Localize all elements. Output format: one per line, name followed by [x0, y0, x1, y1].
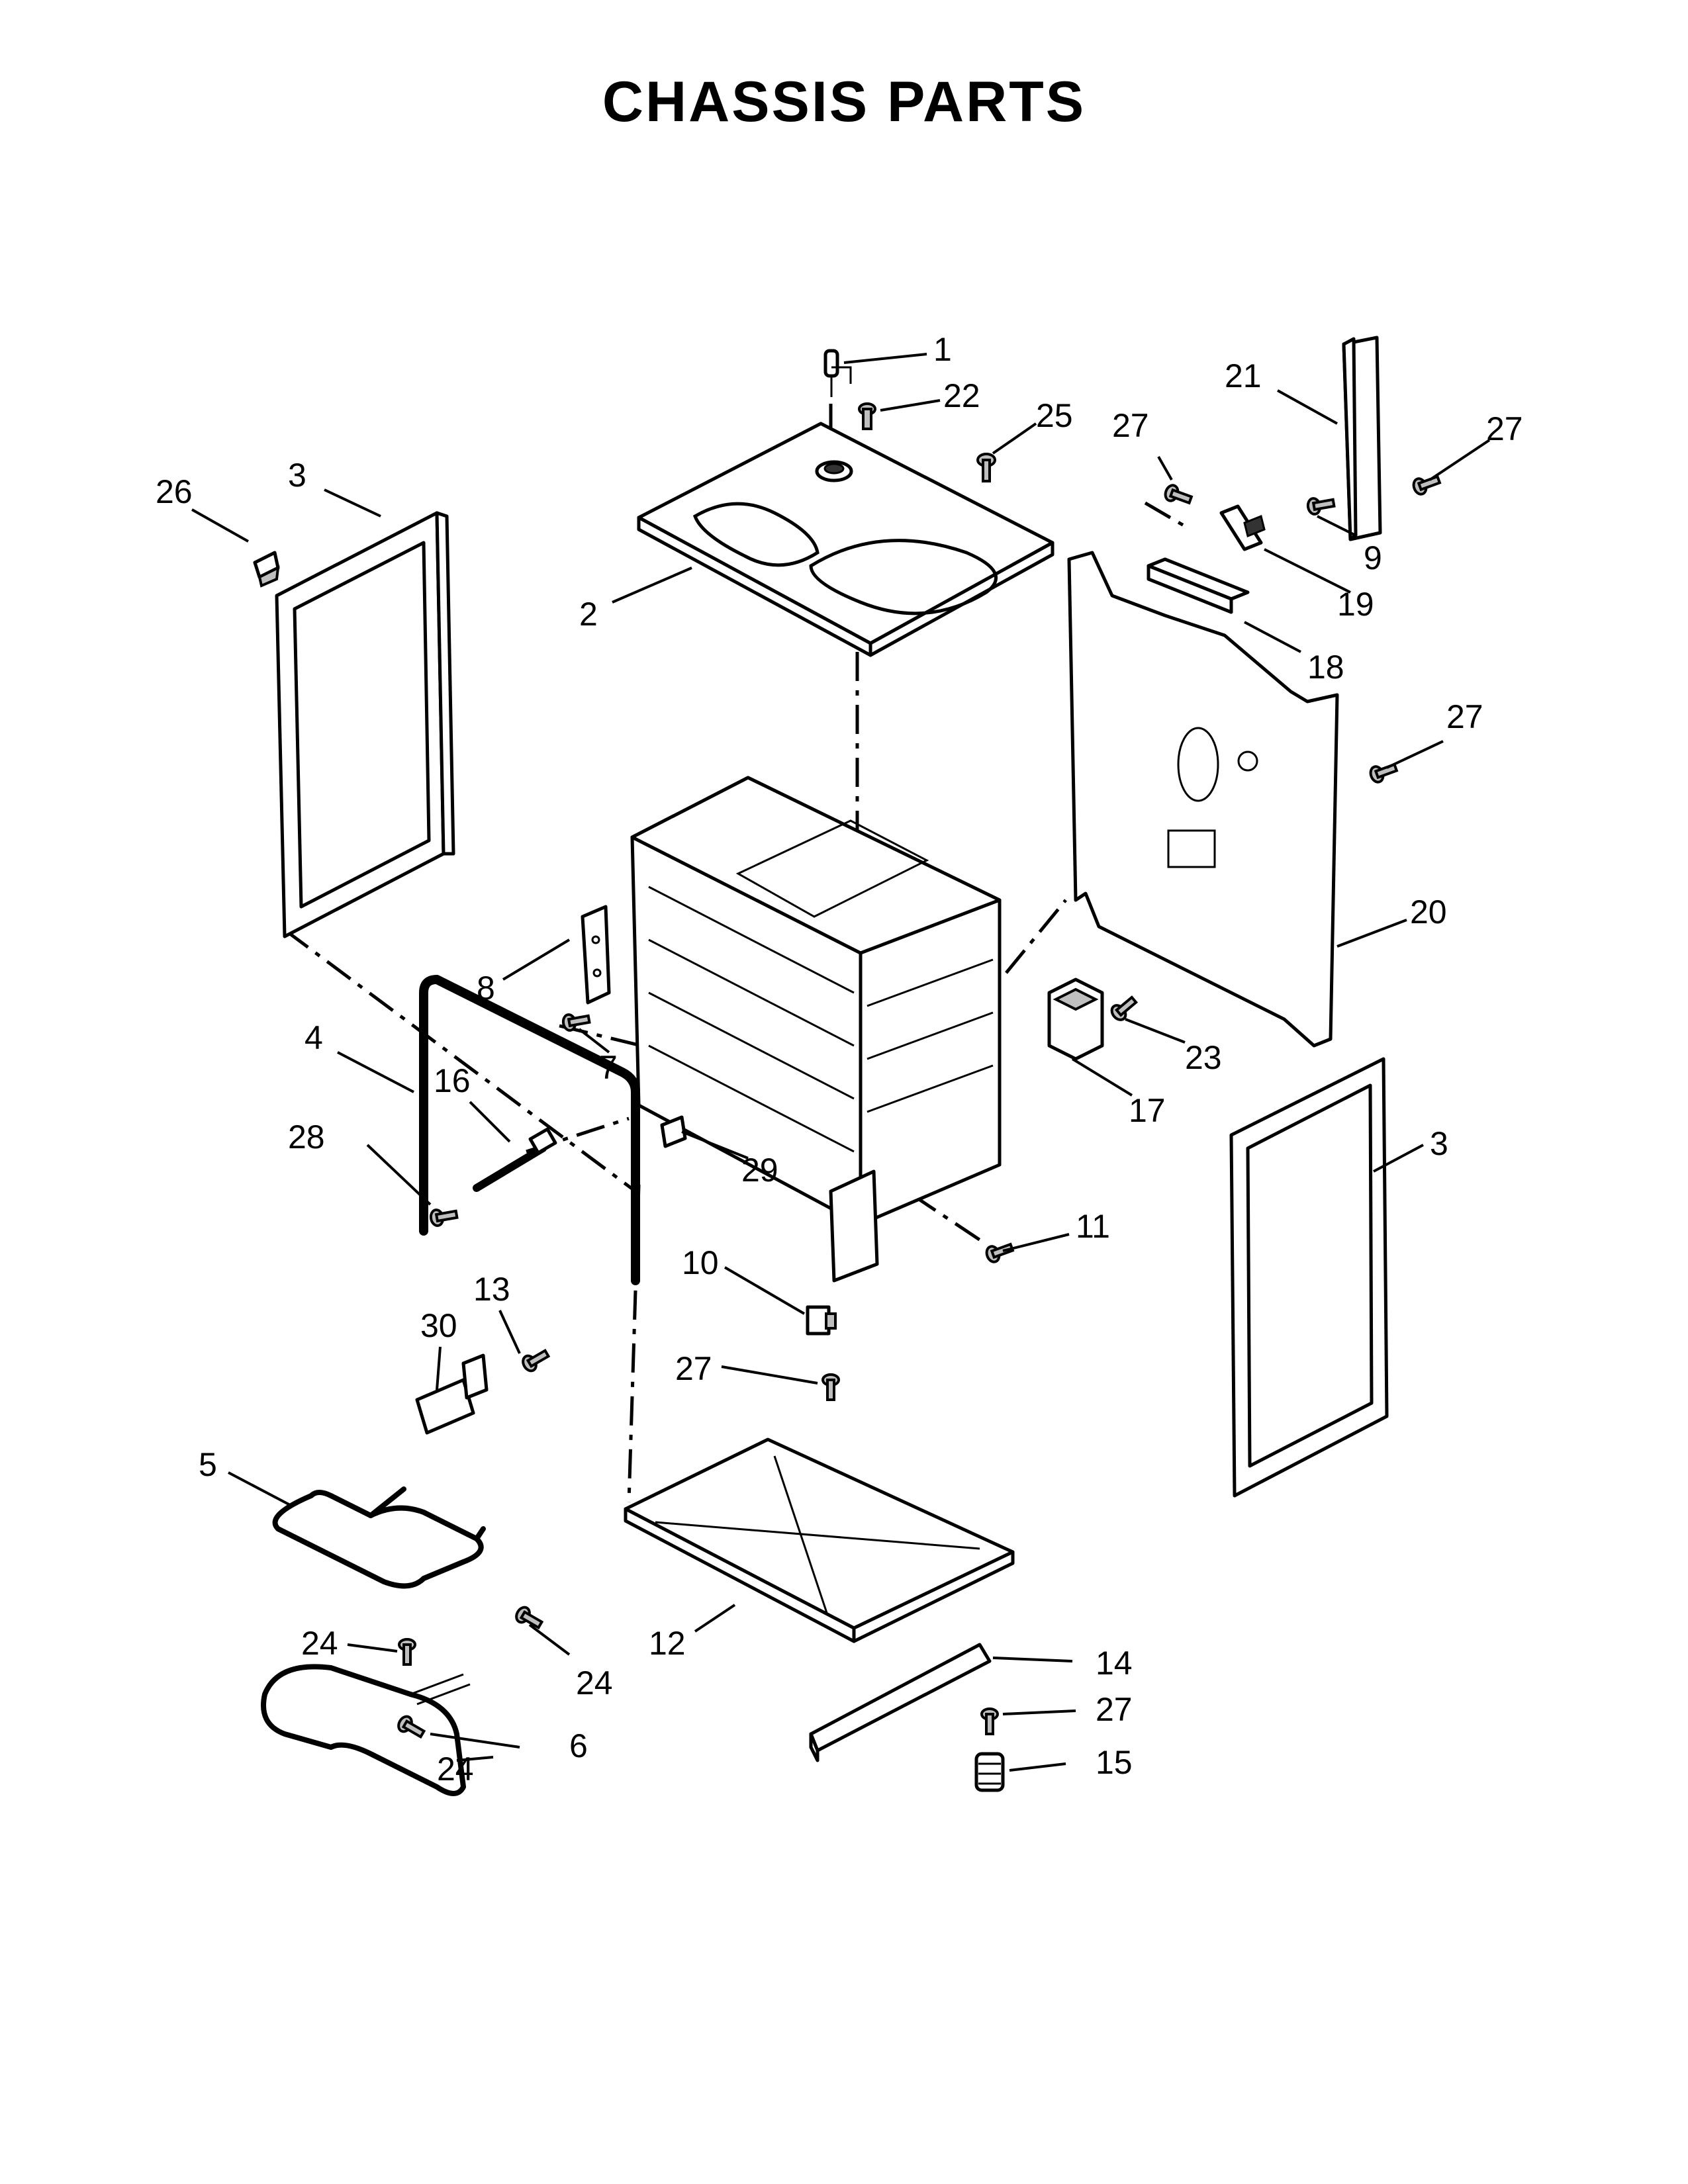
callout-5: 5: [199, 1446, 217, 1483]
callout-24-a: 24: [301, 1625, 338, 1662]
callout-labels: 1 22 25 2 3 26 21 27 27 9 19 18 27 20 23…: [156, 331, 1523, 1788]
callout-14: 14: [1096, 1645, 1133, 1682]
part-10-switch: [806, 1305, 837, 1336]
screw-27-mid: [1369, 762, 1399, 784]
callout-22: 22: [943, 377, 980, 414]
callout-8: 8: [477, 970, 495, 1007]
callout-26: 26: [156, 473, 193, 510]
part-16-sensor: [473, 1127, 557, 1192]
screw-25: [976, 453, 996, 482]
part-3-left-side-panel: [275, 511, 455, 938]
part-21-bracket: [1342, 336, 1382, 541]
callout-27-mid: 27: [1446, 698, 1483, 735]
callout-18: 18: [1307, 649, 1344, 686]
callout-13: 13: [473, 1271, 510, 1308]
oven-cavity: [630, 776, 1002, 1283]
part-29-clip: [660, 1115, 687, 1148]
callout-19: 19: [1337, 586, 1374, 623]
part-9-bracket: [1219, 504, 1266, 551]
callout-2: 2: [579, 596, 598, 633]
callout-29: 29: [741, 1152, 778, 1189]
screw-27-bottom: [980, 1707, 999, 1735]
screw-23: [1110, 995, 1139, 1021]
callout-leaders: [191, 353, 1491, 1772]
callout-24-b: 24: [576, 1664, 613, 1702]
screw-9: [1306, 497, 1336, 516]
part-1-pin: [823, 349, 852, 397]
callout-10: 10: [682, 1244, 719, 1281]
part-30-terminal-block: [415, 1353, 489, 1435]
part-8-bracket: [581, 905, 611, 1005]
part-20-back-panel: [1067, 551, 1339, 1048]
callout-30: 30: [420, 1307, 457, 1344]
screws: [397, 402, 1442, 1739]
callout-25: 25: [1036, 397, 1073, 434]
part-5-bake-element: [272, 1486, 486, 1589]
screw-22: [858, 402, 876, 430]
screw-7: [561, 1013, 591, 1032]
screw-13: [522, 1348, 551, 1373]
callout-9: 9: [1364, 539, 1382, 576]
part-2-top-panel: [637, 422, 1055, 657]
callout-15: 15: [1096, 1744, 1133, 1781]
part-14-bracket: [809, 1643, 992, 1762]
part-4-door-gasket: [419, 975, 640, 1285]
callout-27-right-top: 27: [1486, 410, 1523, 447]
callout-1: 1: [933, 331, 952, 368]
screw-24-b: [515, 1606, 544, 1630]
screw-11: [985, 1242, 1015, 1263]
callout-7: 7: [599, 1049, 618, 1086]
callout-4: 4: [305, 1019, 323, 1056]
part-15-leveling-leg: [974, 1752, 1005, 1792]
callout-23: 23: [1185, 1039, 1222, 1076]
part-26-clip: [253, 551, 280, 588]
part-12-bottom-pan: [624, 1437, 1015, 1643]
screw-24-a: [398, 1638, 416, 1666]
part-17-box: [1047, 978, 1104, 1061]
callout-24-c: 24: [437, 1751, 474, 1788]
callout-17: 17: [1129, 1092, 1166, 1129]
callout-12: 12: [649, 1625, 686, 1662]
screw-24-c: [397, 1715, 426, 1739]
part-6-broil-element: [261, 1664, 471, 1796]
callout-28: 28: [288, 1118, 325, 1156]
callout-27-bottom: 27: [1096, 1691, 1133, 1728]
callout-6: 6: [569, 1727, 588, 1764]
callout-21: 21: [1225, 357, 1262, 394]
screw-27-right-top: [1412, 475, 1442, 496]
callout-16: 16: [434, 1062, 471, 1099]
screw-27-top: [1164, 484, 1194, 505]
screw-28: [429, 1208, 459, 1227]
part-19-18-channels: [1147, 557, 1250, 614]
callout-3-right: 3: [1430, 1125, 1448, 1162]
page-title: CHASSIS PARTS: [602, 70, 1086, 134]
screw-27-under-10: [821, 1373, 840, 1401]
callout-27-under-10: 27: [675, 1350, 712, 1387]
callout-20: 20: [1410, 893, 1447, 931]
callout-27-top: 27: [1112, 407, 1149, 444]
callout-3-left: 3: [288, 457, 306, 494]
part-3-right-side-panel: [1229, 1057, 1389, 1498]
callout-11: 11: [1076, 1208, 1110, 1245]
